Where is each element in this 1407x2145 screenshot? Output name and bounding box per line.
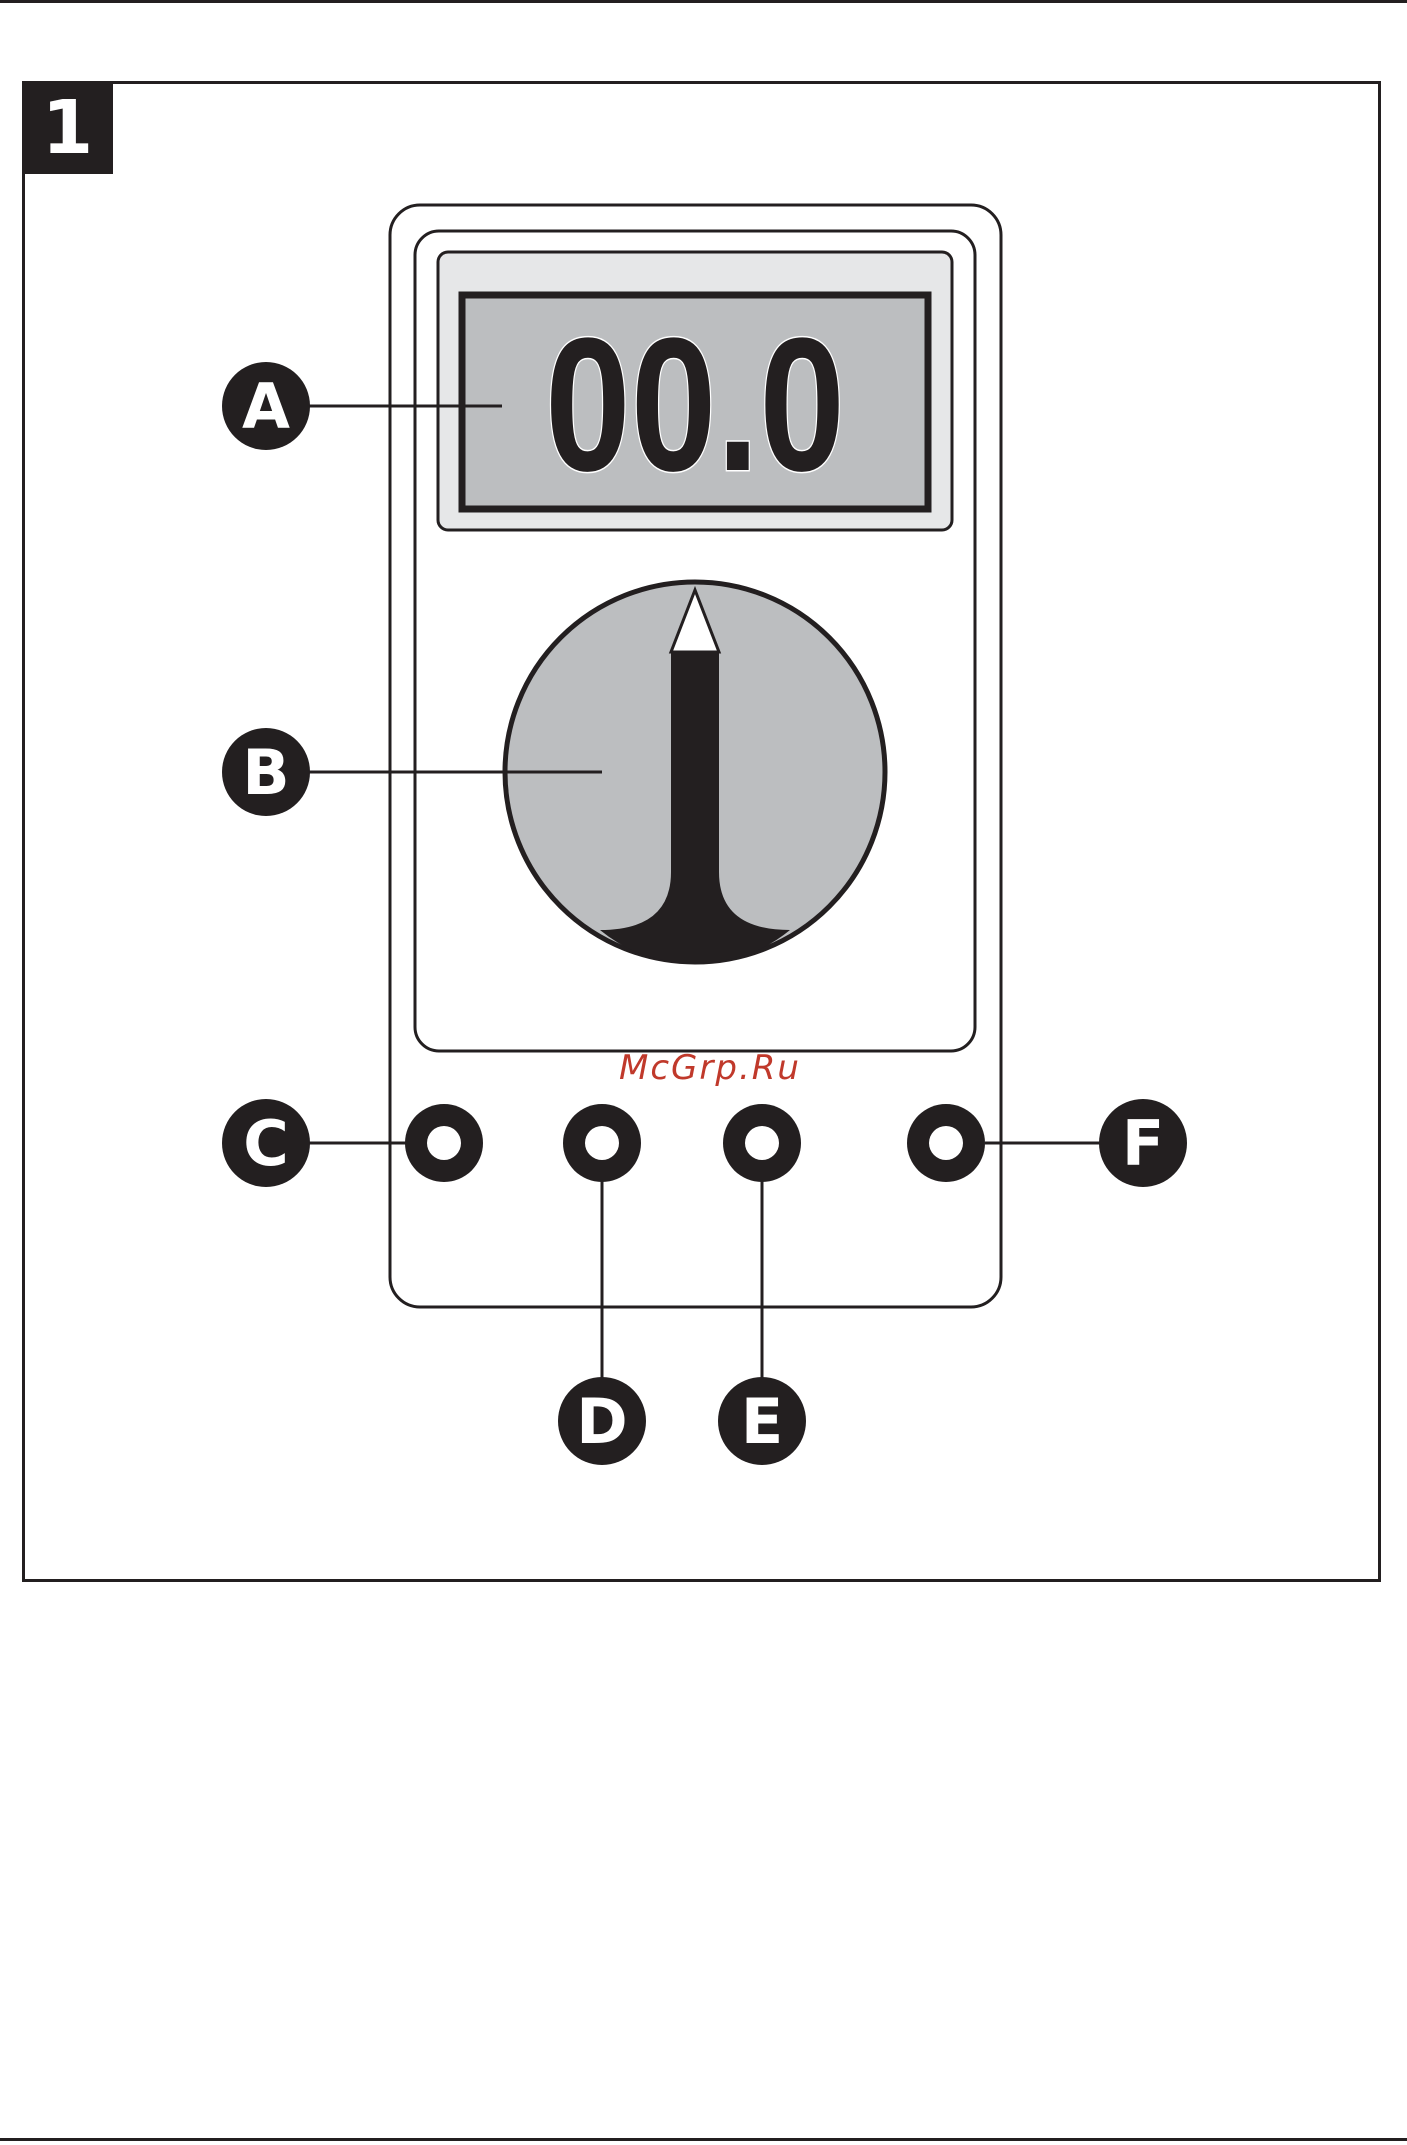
callout-c: C bbox=[222, 1099, 310, 1187]
callout-f-label: F bbox=[1122, 1107, 1164, 1180]
callout-f: F bbox=[1099, 1099, 1187, 1187]
input-socket-c[interactable] bbox=[405, 1104, 483, 1182]
callout-b: B bbox=[222, 728, 310, 816]
lcd-reading: 00.0 bbox=[545, 299, 845, 511]
callout-d: D bbox=[558, 1377, 646, 1465]
callout-d-label: D bbox=[576, 1385, 627, 1458]
callout-c-label: C bbox=[243, 1107, 289, 1180]
input-socket-e[interactable] bbox=[723, 1104, 801, 1182]
callout-b-label: B bbox=[242, 736, 289, 809]
callout-e-label: E bbox=[741, 1385, 783, 1458]
bottom-rule bbox=[0, 2138, 1407, 2141]
callout-a-label: A bbox=[242, 370, 290, 443]
callout-a: A bbox=[222, 362, 310, 450]
watermark: McGrp.Ru bbox=[600, 1048, 820, 1088]
input-socket-d[interactable] bbox=[563, 1104, 641, 1182]
input-socket-f[interactable] bbox=[907, 1104, 985, 1182]
callout-e: E bbox=[718, 1377, 806, 1465]
